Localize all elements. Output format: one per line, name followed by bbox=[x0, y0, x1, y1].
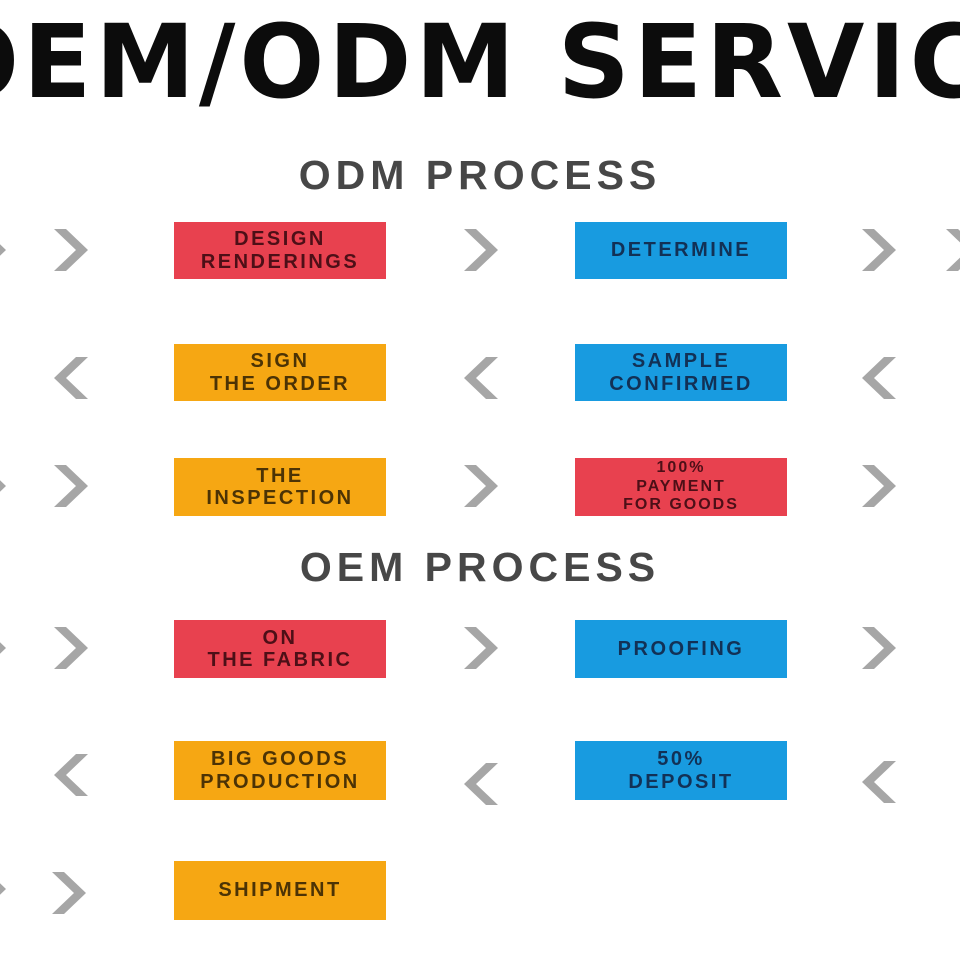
process-row: THE INSPECTION 100% PAYMENT FOR GOODS bbox=[0, 458, 960, 516]
page-title: OEM/ODM SERVICE bbox=[0, 2, 960, 122]
process-step-box: ON THE FABRIC bbox=[174, 620, 386, 678]
chevron-right-icon bbox=[0, 868, 6, 910]
chevron-right-icon bbox=[464, 627, 498, 669]
chevron-right-icon bbox=[862, 229, 896, 271]
chevron-right-icon bbox=[52, 872, 86, 914]
process-step-box: BIG GOODS PRODUCTION bbox=[174, 741, 386, 800]
process-step-box: THE INSPECTION bbox=[174, 458, 386, 516]
chevron-right-icon bbox=[0, 229, 6, 271]
process-step-box: SIGN THE ORDER bbox=[174, 344, 386, 401]
process-step-box: SHIPMENT bbox=[174, 861, 386, 920]
chevron-right-icon bbox=[54, 627, 88, 669]
process-step-box: PROOFING bbox=[575, 620, 787, 678]
process-row: ON THE FABRIC PROOFING bbox=[0, 620, 960, 678]
process-step-box: DETERMINE bbox=[575, 222, 787, 279]
process-row: DESIGN RENDERINGS DETERMINE bbox=[0, 222, 960, 279]
process-step-box: DESIGN RENDERINGS bbox=[174, 222, 386, 279]
chevron-right-icon bbox=[0, 627, 6, 669]
chevron-right-icon bbox=[0, 465, 6, 507]
chevron-left-icon bbox=[464, 763, 498, 805]
process-row: SIGN THE ORDER SAMPLE CONFIRMED bbox=[0, 344, 960, 401]
chevron-left-icon bbox=[464, 357, 498, 399]
chevron-right-icon bbox=[464, 465, 498, 507]
chevron-right-icon bbox=[862, 627, 896, 669]
chevron-left-icon bbox=[54, 357, 88, 399]
chevron-right-icon bbox=[946, 229, 960, 271]
process-row: BIG GOODS PRODUCTION 50% DEPOSIT bbox=[0, 741, 960, 805]
section-heading-odm: ODM PROCESS bbox=[298, 152, 662, 198]
chevron-right-icon bbox=[464, 229, 498, 271]
process-row: SHIPMENT bbox=[0, 861, 960, 920]
process-step-box: SAMPLE CONFIRMED bbox=[575, 344, 787, 401]
process-step-box: 100% PAYMENT FOR GOODS bbox=[575, 458, 787, 516]
chevron-right-icon bbox=[54, 465, 88, 507]
chevron-right-icon bbox=[862, 465, 896, 507]
chevron-left-icon bbox=[54, 754, 88, 796]
process-step-box: 50% DEPOSIT bbox=[575, 741, 787, 800]
chevron-left-icon bbox=[862, 761, 896, 803]
section-heading-oem: OEM PROCESS bbox=[299, 544, 661, 590]
chevron-right-icon bbox=[54, 229, 88, 271]
chevron-left-icon bbox=[862, 357, 896, 399]
